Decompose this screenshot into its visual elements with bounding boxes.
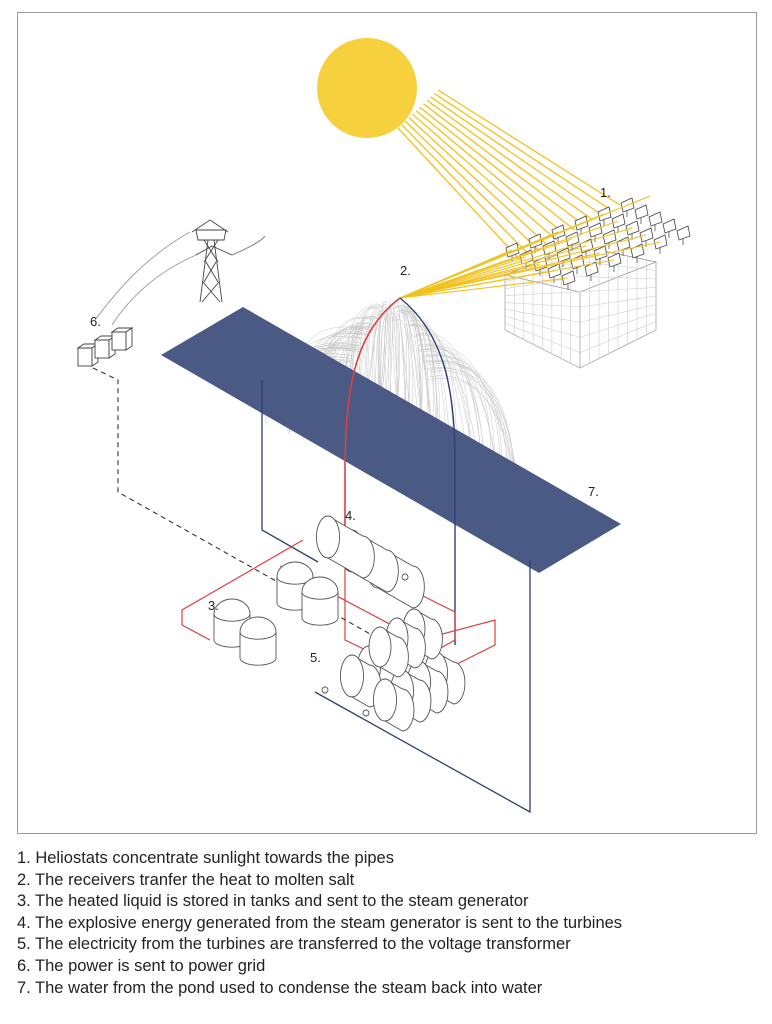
marker-pond: 7. xyxy=(588,484,599,499)
sun-ray xyxy=(412,113,557,241)
storage-tank xyxy=(301,576,339,626)
sun-ray xyxy=(426,99,594,221)
heliostat-mirror xyxy=(561,270,576,286)
pond xyxy=(161,307,621,573)
legend-item: 2. The receivers tranfer the heat to mol… xyxy=(17,870,355,889)
heliostat-mirror xyxy=(602,229,617,245)
heliostat-mirror xyxy=(639,227,654,243)
sun-ray xyxy=(419,106,575,231)
reflected-ray xyxy=(399,227,633,299)
storage-tank xyxy=(239,616,277,666)
legend: 1. Heliostats concentrate sunlight towar… xyxy=(17,848,757,999)
heliostat-mirror xyxy=(625,220,640,236)
legend-item: 7. The water from the pond used to conde… xyxy=(17,978,543,997)
heliostat-mirror xyxy=(653,234,668,250)
sun-ray xyxy=(430,96,603,216)
receiver-pipes xyxy=(344,297,456,645)
marker-turbines: 5. xyxy=(310,650,321,665)
turbine-unit xyxy=(368,626,409,678)
reflected-ray xyxy=(399,241,661,299)
marker-heliostats: 1. xyxy=(600,185,611,200)
sun xyxy=(317,38,417,138)
power-line xyxy=(92,367,396,649)
heliostat-mirror xyxy=(593,245,608,261)
transformer-unit xyxy=(94,339,110,359)
cold-water-pipes xyxy=(261,380,531,814)
legend-item: 6. The power is sent to power grid xyxy=(17,956,266,975)
sun-rays xyxy=(397,89,621,261)
sun-ray xyxy=(437,89,621,206)
heliostat-mirror xyxy=(634,204,649,220)
transformer-unit xyxy=(111,331,127,351)
legend-item: 5. The electricity from the turbines are… xyxy=(17,935,571,954)
turbine-unit xyxy=(373,678,415,732)
reflected-ray xyxy=(399,195,651,299)
heliostat-mirrors xyxy=(505,197,691,290)
reflected-ray xyxy=(399,245,587,299)
steam-generator xyxy=(316,515,425,609)
reflected-ray xyxy=(399,234,647,299)
marker-receiver: 2. xyxy=(400,263,411,278)
heliostat-mirror xyxy=(648,211,663,227)
marker-transformer: 6. xyxy=(90,314,101,329)
sun-ray xyxy=(408,117,548,246)
heliostat-mirror xyxy=(616,236,631,252)
reflected-ray xyxy=(399,277,569,299)
legend-item: 1. Heliostats concentrate sunlight towar… xyxy=(17,849,394,867)
sun-ray xyxy=(401,124,530,256)
voltage-transformer xyxy=(76,327,134,367)
sun-ray xyxy=(397,127,521,261)
reflected-ray xyxy=(399,259,615,299)
transformer-unit xyxy=(77,347,93,367)
steam-generator-drum xyxy=(316,515,375,579)
sun-ray xyxy=(415,110,566,236)
marker-tanks: 3. xyxy=(208,598,219,613)
storage-tanks xyxy=(213,561,339,666)
sun-ray xyxy=(404,120,539,251)
legend-item: 3. The heated liquid is stored in tanks … xyxy=(17,892,529,911)
heliostat-mirror xyxy=(607,252,622,268)
heliostat-mirror xyxy=(611,213,626,229)
heliostat-mirror xyxy=(588,222,603,238)
legend-item: 4. The explosive energy generated from t… xyxy=(17,913,623,932)
marker-steam-generator: 4. xyxy=(345,508,356,523)
reflected-rays xyxy=(399,195,661,299)
heliostat-mirror xyxy=(676,225,691,241)
sun-ray xyxy=(423,103,585,226)
sun-ray xyxy=(434,92,612,211)
power-grid-tower xyxy=(94,219,266,326)
heliostat-mirror xyxy=(662,218,677,234)
heliostat-mirror xyxy=(630,243,645,259)
reflected-ray xyxy=(399,220,619,299)
turbines xyxy=(321,608,466,732)
